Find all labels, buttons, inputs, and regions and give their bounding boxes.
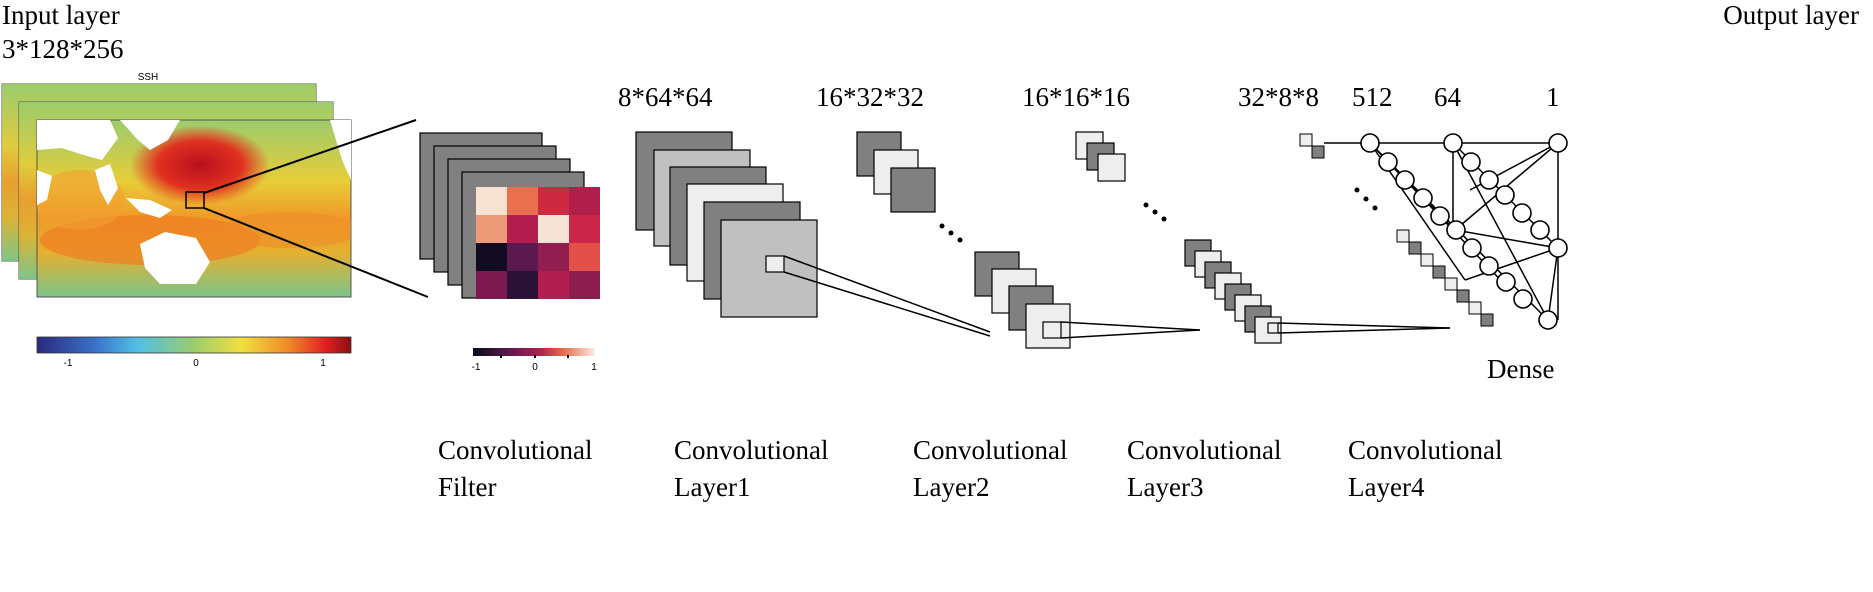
caption-layer1-line1: Convolutional [674,435,829,465]
dense3-dims: 1 [1546,82,1560,112]
layer1-dims: 8*64*64 [618,82,713,112]
ssh-map: SSH [36,72,352,298]
land-india [95,164,118,205]
filter-cell [569,215,600,243]
layer1-feature-maps [635,131,818,318]
dense-nodes [1360,133,1568,330]
caption-layer4-line2: Layer4 [1348,472,1425,502]
filter-cell [507,243,538,271]
dense-label: Dense [1487,354,1555,384]
caption-layer1: Convolutional Layer1 [674,432,829,506]
caption-layer3-line2: Layer3 [1127,472,1204,502]
filter-cell [507,271,538,299]
layer2-feature-maps [856,131,1071,349]
land-americas [330,120,351,180]
layer3-projection-top [1277,322,1451,329]
caption-filter-line1: Convolutional [438,435,593,465]
filter-cell [476,187,507,215]
filter-cell [538,243,569,271]
filter-cell [476,243,507,271]
filter-colorbar-tick-mid: 0 [532,362,538,373]
land-indonesia [126,198,172,218]
caption-layer3-line1: Convolutional [1127,435,1282,465]
land-africa [37,170,52,205]
dense2-dims: 64 [1434,82,1461,112]
land-asia [37,120,118,160]
filter-colorbar: -1 0 1 [472,348,597,373]
caption-filter: Convolutional Filter [438,432,593,506]
filter-cell [538,271,569,299]
filter-cell [507,215,538,243]
output-layer-title: Output layer [1723,0,1859,30]
filter-colorbar-tick-max: 1 [591,362,597,373]
caption-layer2: Convolutional Layer2 [913,432,1068,506]
caption-layer4-line1: Convolutional [1348,435,1503,465]
filter-cell [507,187,538,215]
filter-cell [538,215,569,243]
caption-layer3: Convolutional Layer3 [1127,432,1282,506]
input-layer-title: Input layer [2,0,120,30]
input-colorbar-tick-mid: 0 [193,358,199,369]
ssh-map-title: SSH [138,72,159,83]
layer4-feature-maps [1299,133,1494,327]
filter-cell [569,271,600,299]
layer2-projection-top [1060,321,1201,331]
layer3-feature-maps [1075,131,1282,344]
layer2-projection-bottom [1060,329,1201,339]
layer2-dims: 16*32*32 [816,82,924,112]
caption-layer4: Convolutional Layer4 [1348,432,1503,506]
caption-filter-line2: Filter [438,472,497,502]
filter-cell [569,187,600,215]
land-australia [140,232,210,284]
land-china [120,120,180,150]
layer1-projection-top [783,255,991,333]
caption-layer2-line1: Convolutional [913,435,1068,465]
layer1-projection-bottom [783,271,991,337]
filter-cell [476,215,507,243]
dense1-dims: 512 [1352,82,1393,112]
filter-colorbar-tick-min: -1 [472,362,481,373]
filter-cell [569,243,600,271]
layer3-projection-bottom [1277,327,1451,334]
filter-cell [476,271,507,299]
receptive-field-box [185,191,205,209]
filter-matrix [476,187,600,299]
caption-layer2-line2: Layer2 [913,472,990,502]
projection-line-bottom [203,207,429,298]
input-dims: 3*128*256 [2,34,124,64]
input-colorbar-tick-max: 1 [320,358,326,369]
caption-layer1-line2: Layer1 [674,472,751,502]
input-colorbar-tick-min: -1 [64,358,73,369]
layer4-dims: 32*8*8 [1238,82,1319,112]
input-colorbar: -1 0 1 [36,336,352,369]
layer3-dims: 16*16*16 [1022,82,1130,112]
projection-line-top [203,119,417,194]
filter-cell [538,187,569,215]
